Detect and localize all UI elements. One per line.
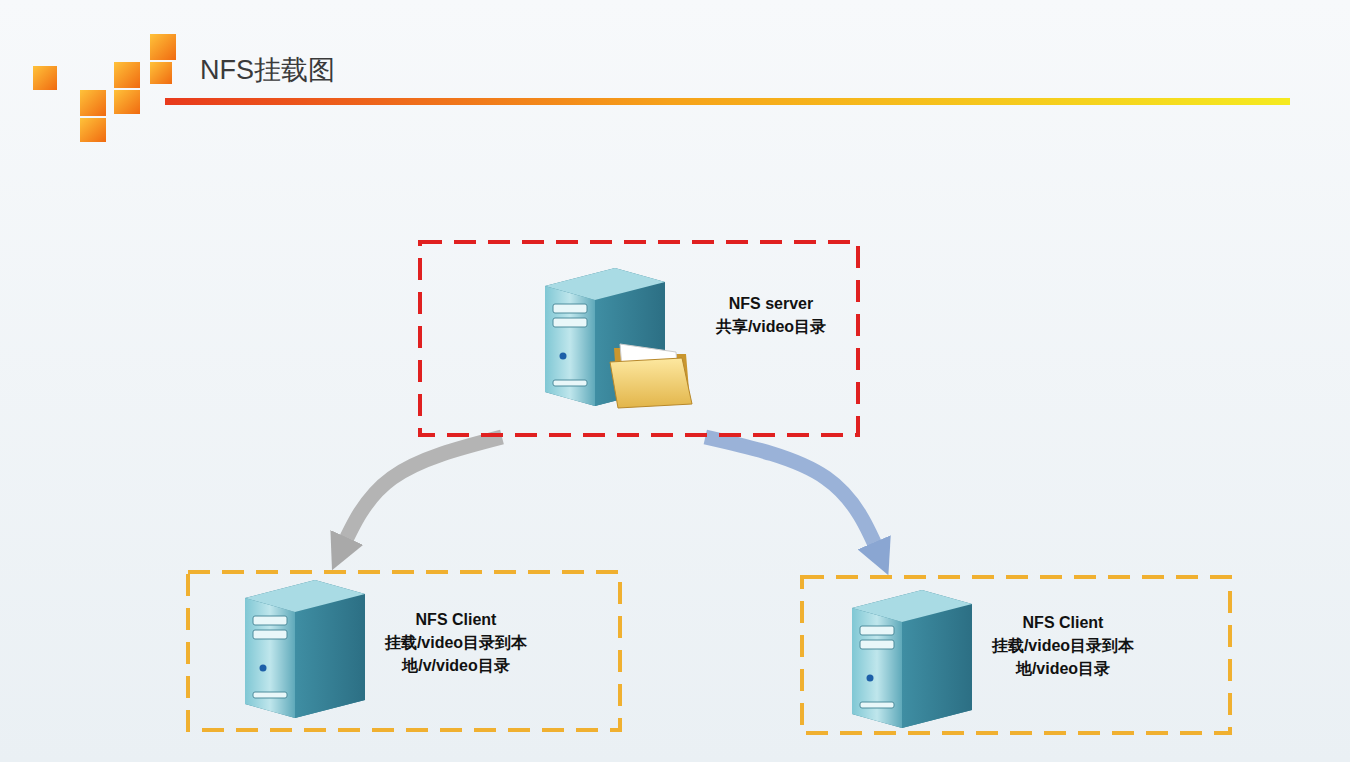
node-body: 挂载/video目录到本地/v/video目录 xyxy=(376,631,536,677)
node-label: NFS server共享/video目录 xyxy=(696,292,846,338)
mount-arrow xyxy=(705,437,881,560)
client-box: NFS Client挂载/video目录到本地/v/video目录 xyxy=(186,570,622,732)
node-heading: NFS server xyxy=(696,292,846,315)
node-heading: NFS Client xyxy=(376,608,536,631)
node-body: 挂载/video目录到本地/video目录 xyxy=(988,634,1138,680)
server-box: NFS server共享/video目录 xyxy=(418,240,860,437)
node-label: NFS Client挂载/video目录到本地/v/video目录 xyxy=(376,608,536,677)
mount-arrow xyxy=(339,437,502,555)
dashed-outline xyxy=(800,575,1232,735)
dashed-outline xyxy=(418,240,860,437)
client-box: NFS Client挂载/video目录到本地/video目录 xyxy=(800,575,1232,735)
slide-title: NFS挂载图 xyxy=(200,52,335,88)
node-body: 共享/video目录 xyxy=(696,315,846,338)
node-label: NFS Client挂载/video目录到本地/video目录 xyxy=(988,611,1138,680)
node-heading: NFS Client xyxy=(988,611,1138,634)
